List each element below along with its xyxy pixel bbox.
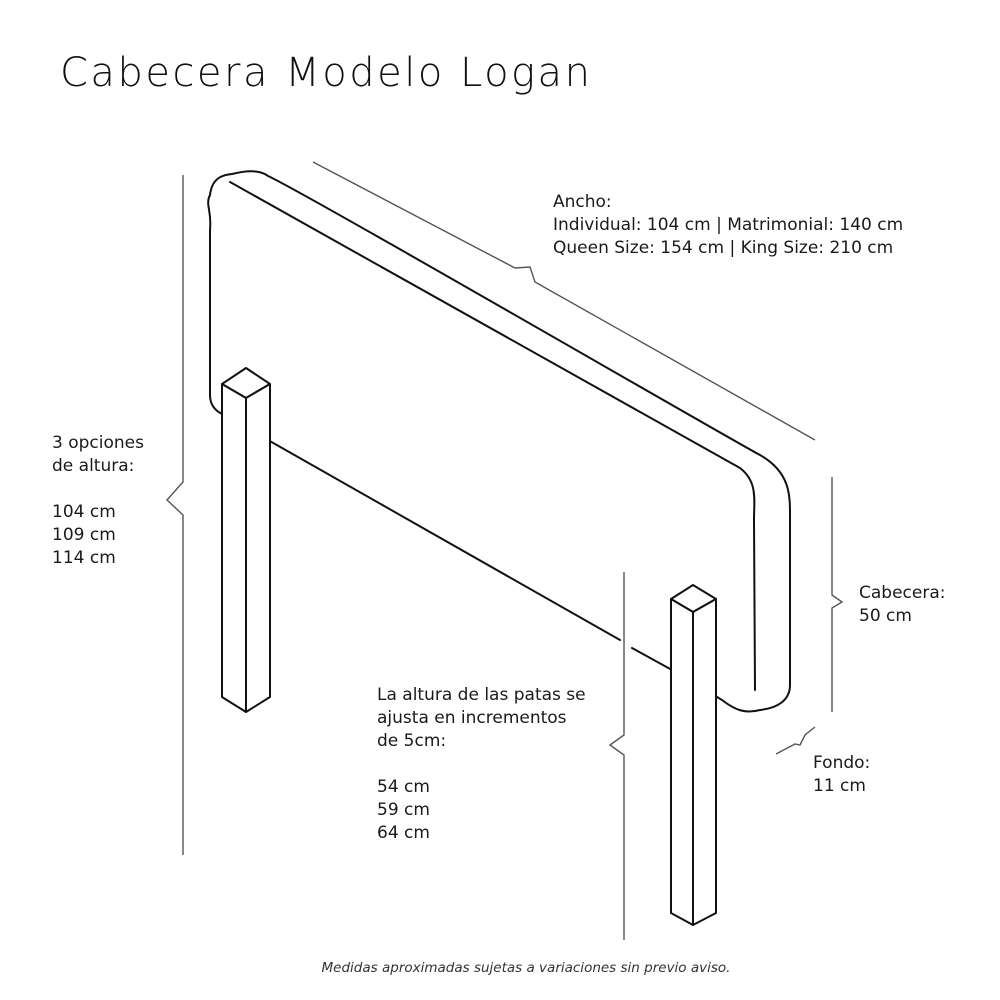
headboard-height-annotation: Cabecera: 50 cm: [859, 582, 945, 628]
width-line-1: Individual: 104 cm | Matrimonial: 140 cm: [553, 215, 904, 235]
total-height-value-2: 109 cm: [52, 525, 116, 545]
headboard-height-heading: Cabecera:: [859, 583, 946, 603]
headboard-height-dimension-line: [831, 477, 844, 712]
headboard-top-edge: [229, 181, 756, 691]
width-annotation: Ancho: Individual: 104 cm | Matrimonial:…: [553, 191, 903, 260]
leg-height-dimension-line: [608, 572, 625, 940]
leg-height-annotation: La altura de las patas se ajusta en incr…: [377, 684, 586, 845]
leg-height-heading-2: ajusta en incrementos: [377, 708, 567, 728]
leg-height-value-1: 54 cm: [377, 777, 430, 797]
disclaimer-footnote: Medidas aproximadas sujetas a variacione…: [321, 960, 731, 976]
total-height-value-3: 114 cm: [52, 548, 116, 568]
leg-height-heading-3: de 5cm:: [377, 731, 447, 751]
depth-value: 11 cm: [813, 776, 866, 796]
leg-height-heading-1: La altura de las patas se: [377, 685, 586, 705]
leg-height-value-2: 59 cm: [377, 800, 430, 820]
headboard-outline: [207, 170, 791, 713]
total-height-heading-1: 3 opciones: [52, 433, 144, 453]
headboard-bottom-edge-2: [631, 647, 673, 671]
total-height-heading-2: de altura:: [52, 456, 135, 476]
leg-height-value-3: 64 cm: [377, 823, 430, 843]
total-height-value-1: 104 cm: [52, 502, 116, 522]
headboard-bottom-edge: [267, 439, 621, 641]
left-leg: [221, 367, 271, 713]
width-dimension-line: [312, 161, 816, 441]
total-height-dimension-line: [166, 175, 184, 855]
depth-heading: Fondo:: [813, 753, 871, 773]
page-title: Cabecera Modelo Logan: [60, 50, 593, 96]
right-leg: [670, 584, 717, 926]
width-heading: Ancho:: [553, 192, 612, 212]
width-line-2: Queen Size: 154 cm | King Size: 210 cm: [553, 238, 894, 258]
total-height-annotation: 3 opciones de altura: 104 cm 109 cm 114 …: [52, 432, 144, 570]
depth-annotation: Fondo: 11 cm: [813, 752, 870, 798]
depth-dimension-line: [775, 726, 816, 755]
headboard-height-value: 50 cm: [859, 606, 912, 626]
